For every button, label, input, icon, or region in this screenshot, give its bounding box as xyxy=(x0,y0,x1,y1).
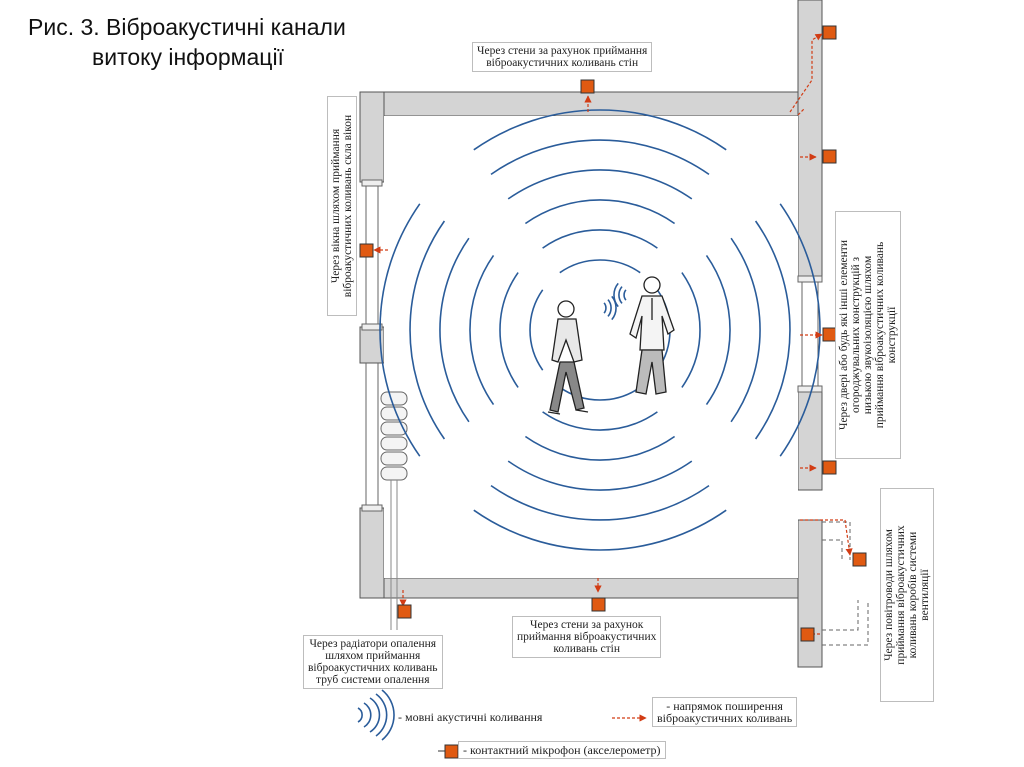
wave-arc xyxy=(507,460,693,491)
label-top-wall-line-1: Через стени за рахунок приймання xyxy=(477,45,648,57)
wave-arc xyxy=(613,282,619,308)
wave-arc xyxy=(524,199,676,225)
right-wall-middle xyxy=(797,389,823,491)
label-radiator-line-2: шляхом приймання xyxy=(325,650,421,662)
wave-arc xyxy=(559,386,641,401)
sensor-bottom-wall xyxy=(591,597,606,612)
label-ventilation-line-4: вентиляції xyxy=(919,569,931,621)
wave-arc xyxy=(730,237,761,423)
figure-title-line-1: Рис. 3. Віброакустичні канали xyxy=(28,14,346,40)
label-window-line-2: віброакустичних коливань скла вікон xyxy=(342,114,354,298)
right-wall-upper xyxy=(797,0,823,281)
legend-microphone-label: - контактний мікрофон (акселерометр) xyxy=(458,741,666,759)
room-walls xyxy=(359,0,823,668)
room-interior xyxy=(384,116,798,578)
label-door-line-4: приймання віброакустичних коливань xyxy=(874,241,886,429)
wave-arc xyxy=(499,272,519,388)
figure-title: Рис. 3. Віброакустичні канали витоку інф… xyxy=(28,12,346,72)
window-upper xyxy=(361,179,383,331)
wave-arc xyxy=(603,302,607,314)
wave-arc xyxy=(473,509,727,551)
label-ventilation-line-1: Через повітроводи шляхом xyxy=(883,529,895,661)
label-door-line-5: конструкції xyxy=(886,306,898,364)
label-ventilation-line-2: приймання віброакустичних xyxy=(895,525,907,665)
sensor-right-lower xyxy=(822,460,837,475)
label-bottom-wall-line-3: коливань стін xyxy=(553,643,620,655)
wave-arc xyxy=(469,254,495,406)
label-window: Через вікна шляхом приймання віброакусти… xyxy=(327,96,357,316)
window-lower xyxy=(361,363,383,512)
left-wall-upper xyxy=(359,91,385,183)
wave-arc xyxy=(529,289,544,371)
legend-microphone-icon xyxy=(444,744,459,759)
wave-arc xyxy=(611,295,617,321)
label-door-line-3: низькою звукоізоляцією шляхом xyxy=(862,255,874,415)
ventilation-duct xyxy=(822,521,869,646)
wave-arc xyxy=(490,484,710,521)
sensor-right-upper xyxy=(822,149,837,164)
wave-arc xyxy=(439,237,470,423)
figure-title-line-2: витоку інформації xyxy=(92,44,284,70)
sensor-top-wall xyxy=(580,79,595,94)
wave-arc xyxy=(618,286,623,304)
sensor-right-top xyxy=(822,25,837,40)
top-wall xyxy=(359,91,823,117)
bottom-wall xyxy=(359,577,823,599)
label-bottom-wall-line-1: Через стени за рахунок xyxy=(530,619,644,631)
label-radiator-line-1: Через радіатори опалення xyxy=(309,638,437,650)
label-window-line-1: Через вікна шляхом приймання xyxy=(330,128,342,284)
door xyxy=(797,275,823,393)
wave-arc xyxy=(754,220,791,440)
wave-arc xyxy=(379,203,421,457)
radiator xyxy=(380,391,408,630)
wave-arc xyxy=(524,435,676,461)
wave-arc xyxy=(705,254,731,406)
label-ventilation-line-3: коливань коробів системи xyxy=(907,531,919,659)
label-radiator: Через радіатори опалення шляхом прийманн… xyxy=(303,635,443,689)
legend-speech-icon xyxy=(357,689,395,741)
label-door: Через двері або будь які інші елементи о… xyxy=(835,211,901,459)
sensor-radiator xyxy=(397,604,412,619)
label-radiator-line-4: труб системи опалення xyxy=(316,674,430,686)
wave-arc xyxy=(507,169,693,200)
sensor-ventilation xyxy=(852,552,867,567)
wave-arc xyxy=(779,203,821,457)
left-wall-lower xyxy=(359,507,385,599)
wave-arc xyxy=(559,259,641,274)
wave-arc xyxy=(409,220,446,440)
wave-arc xyxy=(607,299,612,317)
label-top-wall-line-2: віброакустичних коливань стін xyxy=(486,57,639,69)
right-wall-lower xyxy=(797,519,823,668)
wave-arc xyxy=(681,272,701,388)
legend-direction-line-2: віброакустичних коливань xyxy=(657,711,793,725)
label-radiator-line-3: віброакустичних коливань xyxy=(308,662,438,674)
label-bottom-wall: Через стени за рахунок приймання віброак… xyxy=(512,616,662,658)
wave-arc xyxy=(542,411,658,431)
legend-direction-line-1: - напрямок поширення xyxy=(666,699,783,713)
person-right xyxy=(629,276,675,395)
sensor-window xyxy=(359,243,374,258)
legend-speech-label: - мовні акустичні коливання xyxy=(398,710,543,724)
label-door-line-2: огороджувальних конструкцій з xyxy=(850,256,862,414)
wave-arc xyxy=(473,109,727,151)
label-bottom-wall-line-2: приймання віброакустичних xyxy=(517,631,657,643)
legend-direction-label: - напрямок поширення віброакустичних кол… xyxy=(652,697,798,727)
label-door-line-1: Через двері або будь які інші елементи xyxy=(838,240,850,431)
label-ventilation: Через повітроводи шляхом приймання вібро… xyxy=(880,488,934,702)
sensor-duct xyxy=(800,627,815,642)
speech-waves xyxy=(379,109,821,551)
label-top-wall: Через стени за рахунок приймання віброак… xyxy=(472,42,653,72)
person-left xyxy=(547,300,589,415)
wave-arc xyxy=(542,229,658,249)
wave-arc xyxy=(623,289,627,301)
wave-arc xyxy=(490,139,710,176)
